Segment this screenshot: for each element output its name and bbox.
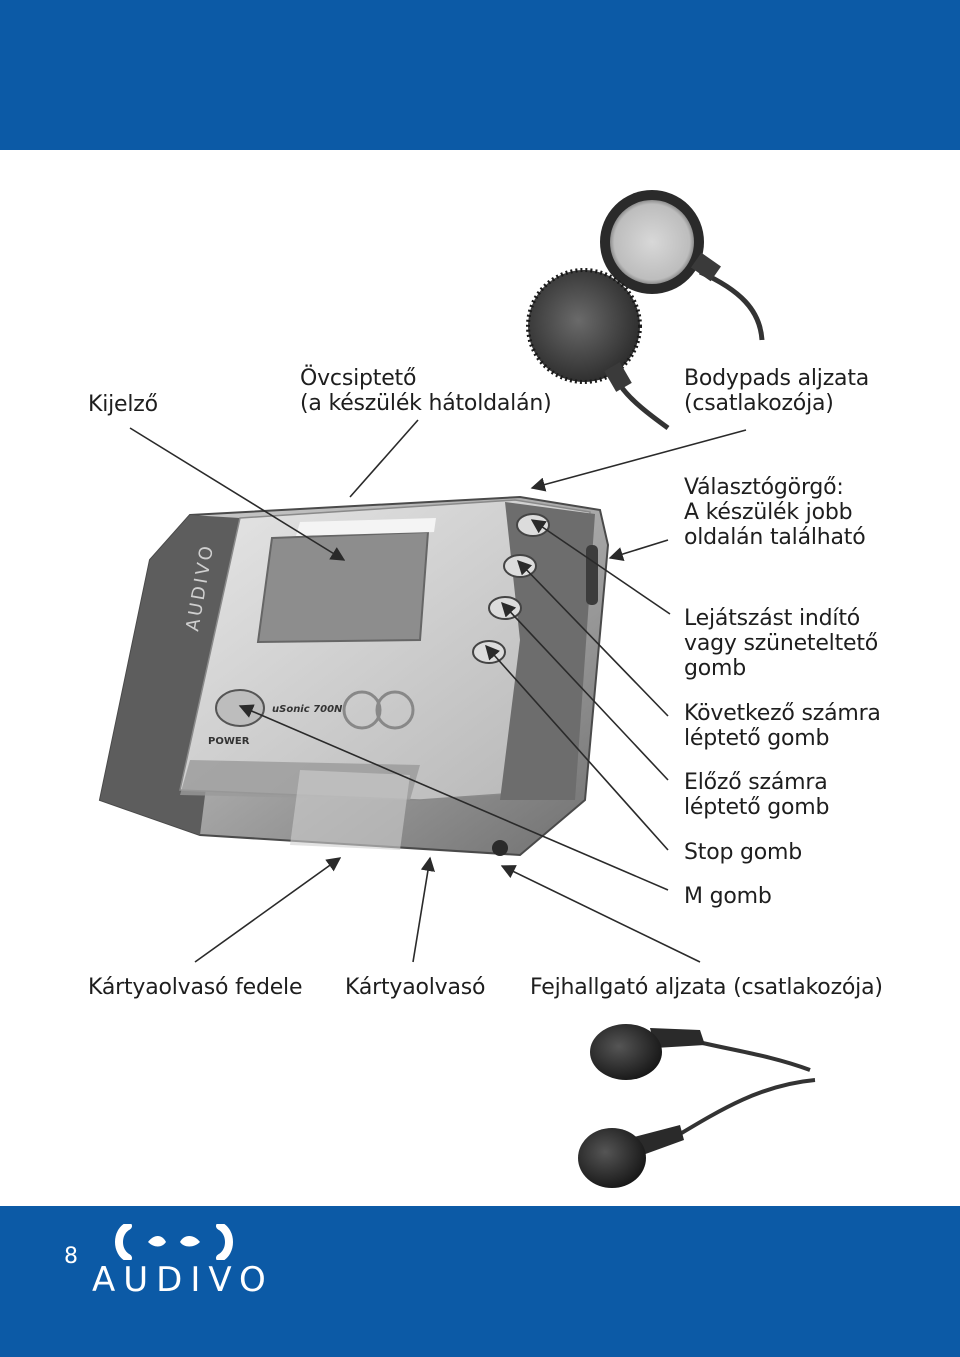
label-line: gomb <box>684 656 747 681</box>
label-selector-wheel: Választógörgő: A készülék jobb oldalán t… <box>684 475 866 550</box>
earbuds <box>578 1024 816 1188</box>
label-line: vagy szüneteltető <box>684 631 879 656</box>
label-card-cover: Kártyaolvasó fedele <box>88 975 303 1000</box>
label-card-cover-text: Kártyaolvasó fedele <box>88 975 303 1000</box>
footer-brand: AUDIVO <box>92 1260 274 1300</box>
label-stop-text: Stop gomb <box>684 840 803 865</box>
callout-lines <box>129 419 747 963</box>
label-belt-clip: Övcsiptető (a készülék hátoldalán) <box>300 366 552 416</box>
label-display: Kijelző <box>88 392 158 417</box>
label-headphone-jack-text: Fejhallgató aljzata (csatlakozója) <box>530 975 883 1000</box>
label-line: A készülék jobb <box>684 500 853 525</box>
device-model-text: uSonic 700N <box>272 704 343 715</box>
bodypads <box>526 190 765 431</box>
label-card-reader-text: Kártyaolvasó <box>345 975 486 1000</box>
label-play-pause: Lejátszást indító vagy szüneteltető gomb <box>684 606 878 681</box>
label-stop: Stop gomb <box>684 840 802 865</box>
label-line: Választógörgő: <box>684 475 844 500</box>
label-m-button: M gomb <box>684 884 772 909</box>
label-card-reader: Kártyaolvasó <box>345 975 485 1000</box>
label-m-button-text: M gomb <box>684 884 772 909</box>
label-line: oldalán található <box>684 525 866 550</box>
label-line: (csatlakozója) <box>684 391 834 416</box>
label-line: (a készülék hátoldalán) <box>300 391 552 416</box>
label-line: Előző számra <box>684 770 828 795</box>
label-line: Bodypads aljzata <box>684 366 870 391</box>
label-line: Övcsiptető <box>300 366 417 391</box>
label-next-track: Következő számra léptető gomb <box>684 701 881 751</box>
mp3-player <box>98 495 610 857</box>
page-number: 8 <box>64 1244 78 1269</box>
bottom-banner <box>0 1206 960 1357</box>
label-line: léptető gomb <box>684 795 830 820</box>
top-banner <box>0 0 960 150</box>
label-headphone-jack: Fejhallgató aljzata (csatlakozója) <box>530 975 883 1000</box>
label-line: léptető gomb <box>684 726 830 751</box>
label-line: Lejátszást indító <box>684 606 861 631</box>
label-bodypads-jack: Bodypads aljzata (csatlakozója) <box>684 366 869 416</box>
device-power-text: POWER <box>208 736 250 747</box>
label-prev-track: Előző számra léptető gomb <box>684 770 829 820</box>
label-display-text: Kijelző <box>88 392 158 417</box>
label-line: Következő számra <box>684 701 881 726</box>
audivo-logo-icon <box>115 1224 233 1260</box>
